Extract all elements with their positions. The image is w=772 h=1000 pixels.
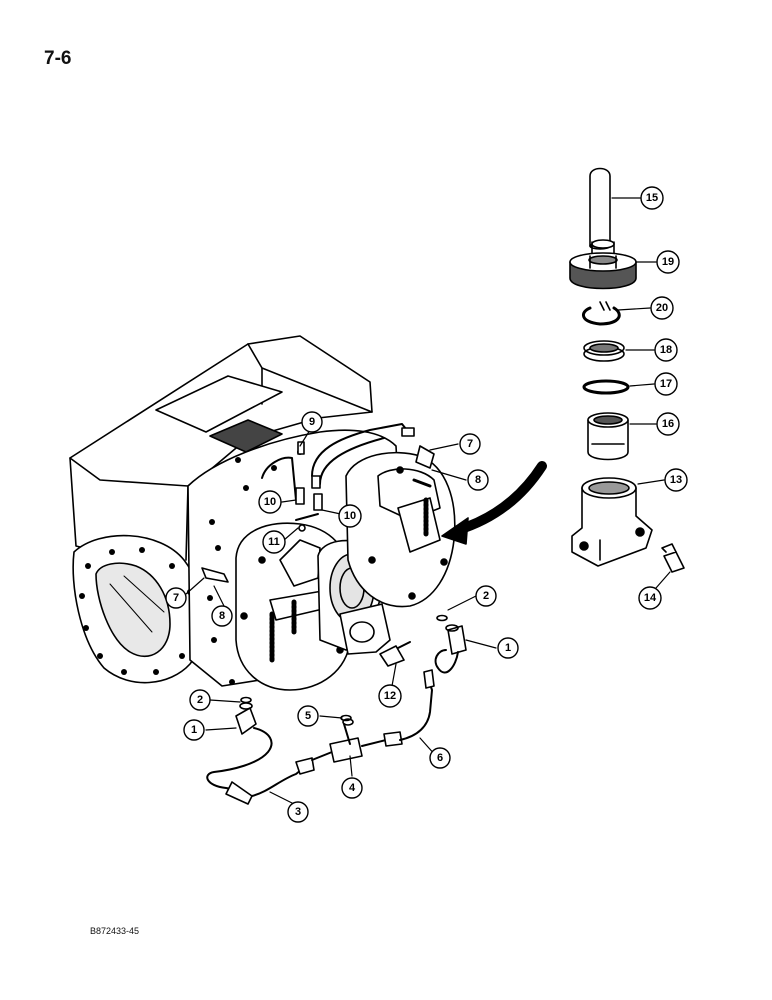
callout-5: 5 [297,705,319,727]
callout-11: 11 [262,530,286,554]
svg-text:7: 7 [467,438,473,450]
callout-9: 9 [301,411,323,433]
callout-10-left: 10 [258,490,282,514]
callout-15: 15 [640,186,664,210]
svg-text:13: 13 [670,474,682,486]
callout-8-lower: 8 [211,605,233,627]
callout-14: 14 [638,586,662,610]
callout-19: 19 [656,250,680,274]
part-seal [587,412,629,461]
part-o-ring [582,379,630,395]
svg-text:8: 8 [475,474,481,486]
figure-code: B872433-45 [90,926,140,936]
part-fitting [661,543,685,573]
callout-17: 17 [654,372,678,396]
callouts: 15 19 20 18 17 16 13 14 9 7 8 10 10 11 7… [165,186,688,823]
callout-4: 4 [341,777,363,799]
svg-text:9: 9 [309,416,315,428]
callout-18: 18 [654,338,678,362]
callout-6: 6 [429,747,451,769]
callout-16: 16 [656,412,680,436]
callout-20: 20 [650,296,674,320]
callout-7-lower: 7 [165,587,187,609]
direction-arrow [441,461,547,545]
callout-3: 3 [287,801,309,823]
svg-text:1: 1 [505,642,511,654]
svg-text:17: 17 [660,378,672,390]
callout-7-upper: 7 [459,433,481,455]
svg-text:19: 19 [662,256,674,268]
svg-text:12: 12 [384,690,396,702]
callout-12: 12 [378,684,402,708]
part-snap-ring [582,301,621,326]
svg-text:11: 11 [268,536,280,548]
callout-1-right: 1 [497,637,519,659]
page-number: 7-6 [44,48,72,69]
svg-text:3: 3 [295,806,301,818]
svg-text:5: 5 [305,710,311,722]
svg-text:4: 4 [349,782,356,794]
svg-text:7: 7 [173,592,179,604]
callout-1-left: 1 [183,719,205,741]
callout-10-right: 10 [338,504,362,528]
part-flange [569,239,637,290]
callout-2-right: 2 [475,585,497,607]
upper-tubes [201,423,435,583]
svg-text:8: 8 [219,610,225,622]
svg-text:6: 6 [437,752,443,764]
part-pin [589,167,611,250]
callout-8-upper: 8 [467,469,489,491]
svg-text:1: 1 [191,724,197,736]
svg-text:14: 14 [644,592,657,604]
callout-13: 13 [664,468,688,492]
part-bushing-ring [583,340,625,362]
svg-text:20: 20 [656,302,668,314]
svg-text:10: 10 [264,496,276,508]
svg-text:2: 2 [197,694,203,706]
part-valve-housing [571,477,653,567]
callout-2-left: 2 [189,689,211,711]
leader-lines [185,197,671,805]
svg-text:18: 18 [660,344,672,356]
svg-text:16: 16 [662,418,674,430]
svg-text:15: 15 [646,192,658,204]
right-valve-cover [345,451,456,608]
svg-text:10: 10 [344,510,356,522]
lower-tubing [206,614,467,805]
svg-text:2: 2 [483,590,489,602]
